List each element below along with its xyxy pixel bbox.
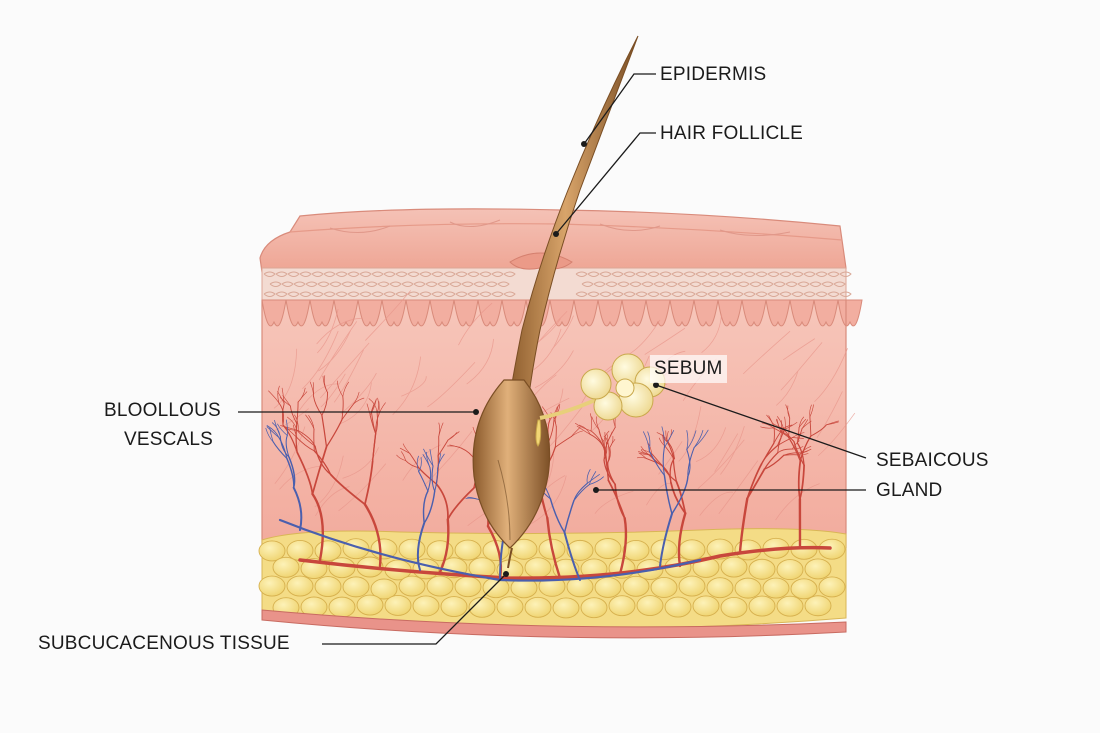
label-subcutaneous-tissue: SUBCUCACENOUS TISSUE — [38, 633, 290, 654]
label-blood-vessels-line1: BLOOLLOUS — [104, 400, 221, 421]
label-sebaceous-gland-line1: SEBAICOUS — [876, 450, 989, 471]
leader-lines — [238, 73, 867, 645]
label-epidermis: EPIDERMIS — [660, 64, 767, 85]
leader-dots — [473, 141, 659, 577]
hair-shaft — [472, 35, 639, 569]
label-sebaceous-gland-line2: GLAND — [876, 480, 943, 501]
subcutaneous-fat — [258, 528, 847, 639]
label-blood-vessels-line2: VESCALS — [124, 429, 214, 450]
granular-band — [261, 267, 852, 303]
label-hair-follicle: HAIR FOLLICLE — [660, 123, 804, 144]
label-sebum: SEBUM — [650, 355, 727, 383]
